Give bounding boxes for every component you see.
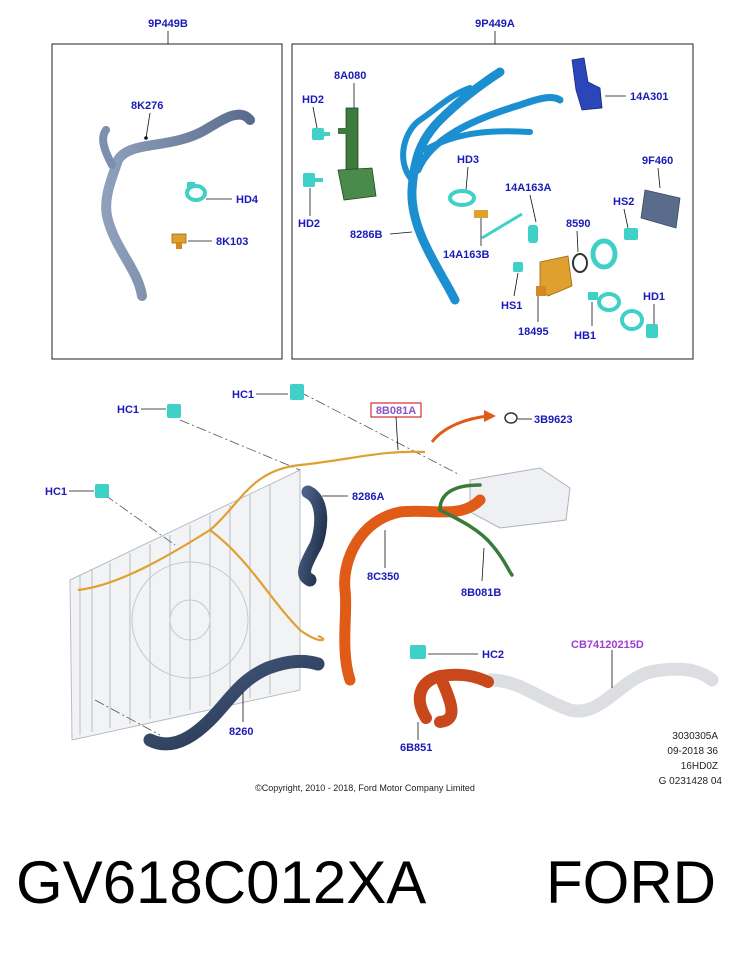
label-hs2: HS2 xyxy=(613,196,634,208)
metadata-block: 3030305A 09-2018 36 16HD0Z G 0231428 04 xyxy=(659,731,723,787)
clip-hb1 xyxy=(588,292,644,331)
panel-title-9p449a: 9P449A xyxy=(475,18,515,30)
oring-3b9623 xyxy=(504,412,518,424)
hose-8k276 xyxy=(101,109,255,301)
label-8b081b: 8B081B xyxy=(461,587,501,599)
label-6b851: 6B851 xyxy=(400,742,432,754)
clip-hc2 xyxy=(410,645,426,659)
label-hc2: HC2 xyxy=(482,649,504,661)
meta-line-1: 3030305A xyxy=(672,731,718,742)
hose-cb74120215d xyxy=(483,662,719,718)
panel-title-9p449b: 9P449B xyxy=(148,18,188,30)
clip-hd3 xyxy=(448,189,476,207)
label-8k276: 8K276 xyxy=(131,100,163,112)
lower-assembly: HC1 HC1 HC1 8B081A 3B9623 8286A 8C350 8 xyxy=(45,384,719,754)
clip-hd1 xyxy=(646,324,658,338)
label-hc1-c: HC1 xyxy=(45,486,67,498)
label-plate-9f460 xyxy=(640,189,681,229)
meta-line-2: 09-2018 36 xyxy=(667,746,718,757)
fitting-8k103 xyxy=(171,233,187,249)
label-hd3: HD3 xyxy=(457,154,479,166)
label-14a163b: 14A163B xyxy=(443,249,490,261)
panel-9p449a: 9P449A 8A080 HD2 HD2 828 xyxy=(291,18,694,360)
label-8c350: 8C350 xyxy=(367,571,399,583)
radiator xyxy=(69,469,301,741)
label-hc1-b: HC1 xyxy=(232,389,254,401)
label-18495: 18495 xyxy=(518,326,549,338)
hose-8260 xyxy=(143,654,325,751)
brand-name: FORD xyxy=(546,849,716,916)
label-hd2-bottom: HD2 xyxy=(298,218,320,230)
label-8260: 8260 xyxy=(229,726,253,738)
hose-6b851 xyxy=(413,668,494,728)
label-8590: 8590 xyxy=(566,218,590,230)
clip-hd4 xyxy=(185,182,207,202)
label-hc1-a: HC1 xyxy=(117,404,139,416)
label-9f460: 9F460 xyxy=(642,155,673,167)
hose-8b081a xyxy=(77,450,426,642)
panel-9p449b: 9P449B 8K276 HD4 8K103 xyxy=(51,18,283,360)
label-8286a: 8286A xyxy=(352,491,384,503)
clip-hs2 xyxy=(590,228,638,270)
hose-8b081b xyxy=(438,483,514,577)
label-hb1: HB1 xyxy=(574,330,596,342)
label-8286b: 8286B xyxy=(350,229,382,241)
bracket-14a301 xyxy=(571,57,603,111)
copyright-text: ©Copyright, 2010 - 2018, Ford Motor Comp… xyxy=(255,783,475,793)
label-8b081a: 8B081A xyxy=(376,405,416,417)
hose-8286a xyxy=(298,485,328,587)
label-hs1: HS1 xyxy=(501,300,522,312)
clip-hd2-top xyxy=(312,128,330,140)
meta-line-4: G 0231428 04 xyxy=(659,776,723,787)
housing-18495 xyxy=(536,255,573,297)
clip-hs2-small xyxy=(528,225,538,243)
part-number: GV618C012XA xyxy=(16,849,426,916)
tie-14a163a xyxy=(481,212,523,240)
clip-hc1-b xyxy=(290,384,304,400)
arrow-to-3b9623 xyxy=(430,414,489,443)
label-14a163a: 14A163A xyxy=(505,182,552,194)
clip-hd2-bottom xyxy=(303,173,323,187)
label-8k103: 8K103 xyxy=(216,236,248,248)
clip-hs1 xyxy=(513,262,523,272)
label-cb74120215d: CB74120215D xyxy=(571,639,644,651)
oring-8590 xyxy=(572,253,588,273)
label-hd1: HD1 xyxy=(643,291,665,303)
label-14a301: 14A301 xyxy=(630,91,669,103)
label-3b9623: 3B9623 xyxy=(534,414,573,426)
meta-line-3: 16HD0Z xyxy=(681,761,718,772)
clip-hc1-c xyxy=(95,484,109,498)
clip-hc1-a xyxy=(167,404,181,418)
clip-14a163b xyxy=(474,210,488,218)
label-hd2-top: HD2 xyxy=(302,94,324,106)
label-8a080: 8A080 xyxy=(334,70,366,82)
hose-8286b xyxy=(400,67,564,305)
reservoir-8a080 xyxy=(337,107,377,201)
label-hd4: HD4 xyxy=(236,194,259,206)
